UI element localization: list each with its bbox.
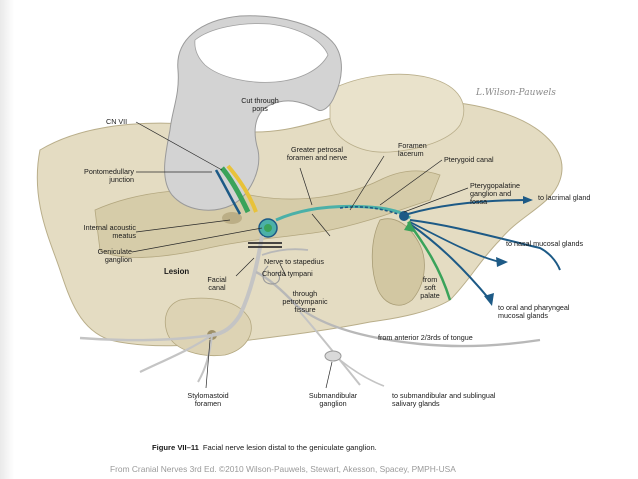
facial-branch-2 [139, 334, 213, 373]
figure-caption-text: Facial nerve lesion distal to the genicu… [202, 443, 377, 452]
taste-soft-palate [406, 221, 452, 301]
label-nerve-to-stapedius: Nerve to stapedius [264, 257, 324, 266]
label-geniculate-ganglion: Geniculate ganglion [97, 247, 132, 265]
branch-to-lacrimal-gland [407, 199, 531, 215]
pterygoid-canal-nerve [339, 206, 399, 215]
arrow-lacrimal [523, 196, 533, 204]
arrow-nasal [496, 257, 508, 267]
pons-cut-face [194, 23, 329, 83]
label-internal-acoustic-meatus: Internal acoustic meatus [83, 223, 136, 241]
mandible-process [164, 297, 252, 356]
label-submandibular-ganglion: Submandibular ganglion [308, 391, 358, 409]
cn-vii-yellow [226, 164, 258, 213]
label-from-soft-palate: from soft palate [420, 275, 440, 301]
anatomy-illustration [36, 15, 563, 389]
label-pontomedullary-junction: Pontomedullary junction [84, 167, 134, 185]
cn-vii-green [220, 166, 251, 214]
label-foramen-lacerum: Foramen lacerum [398, 141, 427, 159]
geniculate-ganglion-inner [264, 224, 272, 232]
cn-vii-blue [214, 169, 242, 215]
branch-to-oral-glands [409, 223, 491, 301]
label-to-oral-pharyngeal: to oral and pharyngeal mucosal glands [498, 303, 570, 321]
label-greater-petrosal: Greater petrosal foramen and nerve [286, 145, 348, 163]
lingual-nerve [299, 311, 361, 386]
pterygopalatine-ganglion [399, 211, 409, 221]
label-stylomastoid-foramen: Stylomastoid foramen [187, 391, 229, 409]
facial-branch-1 [79, 333, 213, 342]
label-through-petrotympanic: through petrotympanic fissure [282, 289, 328, 315]
chorda-tympani [255, 270, 541, 348]
label-facial-canal: Facial canal [207, 275, 227, 293]
sphenoid-wing [329, 73, 465, 153]
label-chorda-tympani: Chorda tympani [262, 269, 313, 278]
illustrator-signature: L.Wilson-Pauwels [476, 88, 556, 98]
facial-canal-nerve [211, 235, 264, 337]
branch-to-nasal-glands [409, 219, 561, 271]
label-from-anterior-tongue: from anterior 2/3rds of tongue [378, 333, 473, 342]
slide-edge-shadow [0, 0, 14, 479]
submandibular-fibers [339, 359, 385, 387]
chorda-curl [262, 265, 281, 285]
facial-branch-3 [197, 334, 213, 383]
label-lesion: Lesion [164, 267, 190, 276]
label-to-nasal-mucosal-glands: to nasal mucosal glands [506, 239, 584, 248]
arrow-oral [484, 293, 494, 306]
source-credit: From Cranial Nerves 3rd Ed. ©2010 Wilson… [110, 464, 456, 474]
label-pterygopalatine: Pterygopalatine ganglion and fossa [470, 181, 520, 207]
label-to-lacrimal-gland: to lacrimal gland [538, 193, 591, 202]
label-cn-vii: CN VII [106, 117, 128, 126]
internal-acoustic-meatus-opening [222, 212, 242, 224]
arrow-soft-palate [404, 220, 414, 232]
leader-lines [131, 121, 469, 389]
label-pterygoid-canal: Pterygoid canal [444, 155, 494, 164]
branch-nasal-2 [409, 221, 501, 263]
nerve-to-stapedius [261, 248, 309, 256]
label-cut-through-pons: Cut through pons [241, 96, 279, 114]
figure-number: Figure VII–11 [152, 443, 199, 452]
submandibular-ganglion-node [324, 350, 342, 362]
label-to-submandibular: to submandibular and sublingual salivary… [392, 391, 496, 409]
